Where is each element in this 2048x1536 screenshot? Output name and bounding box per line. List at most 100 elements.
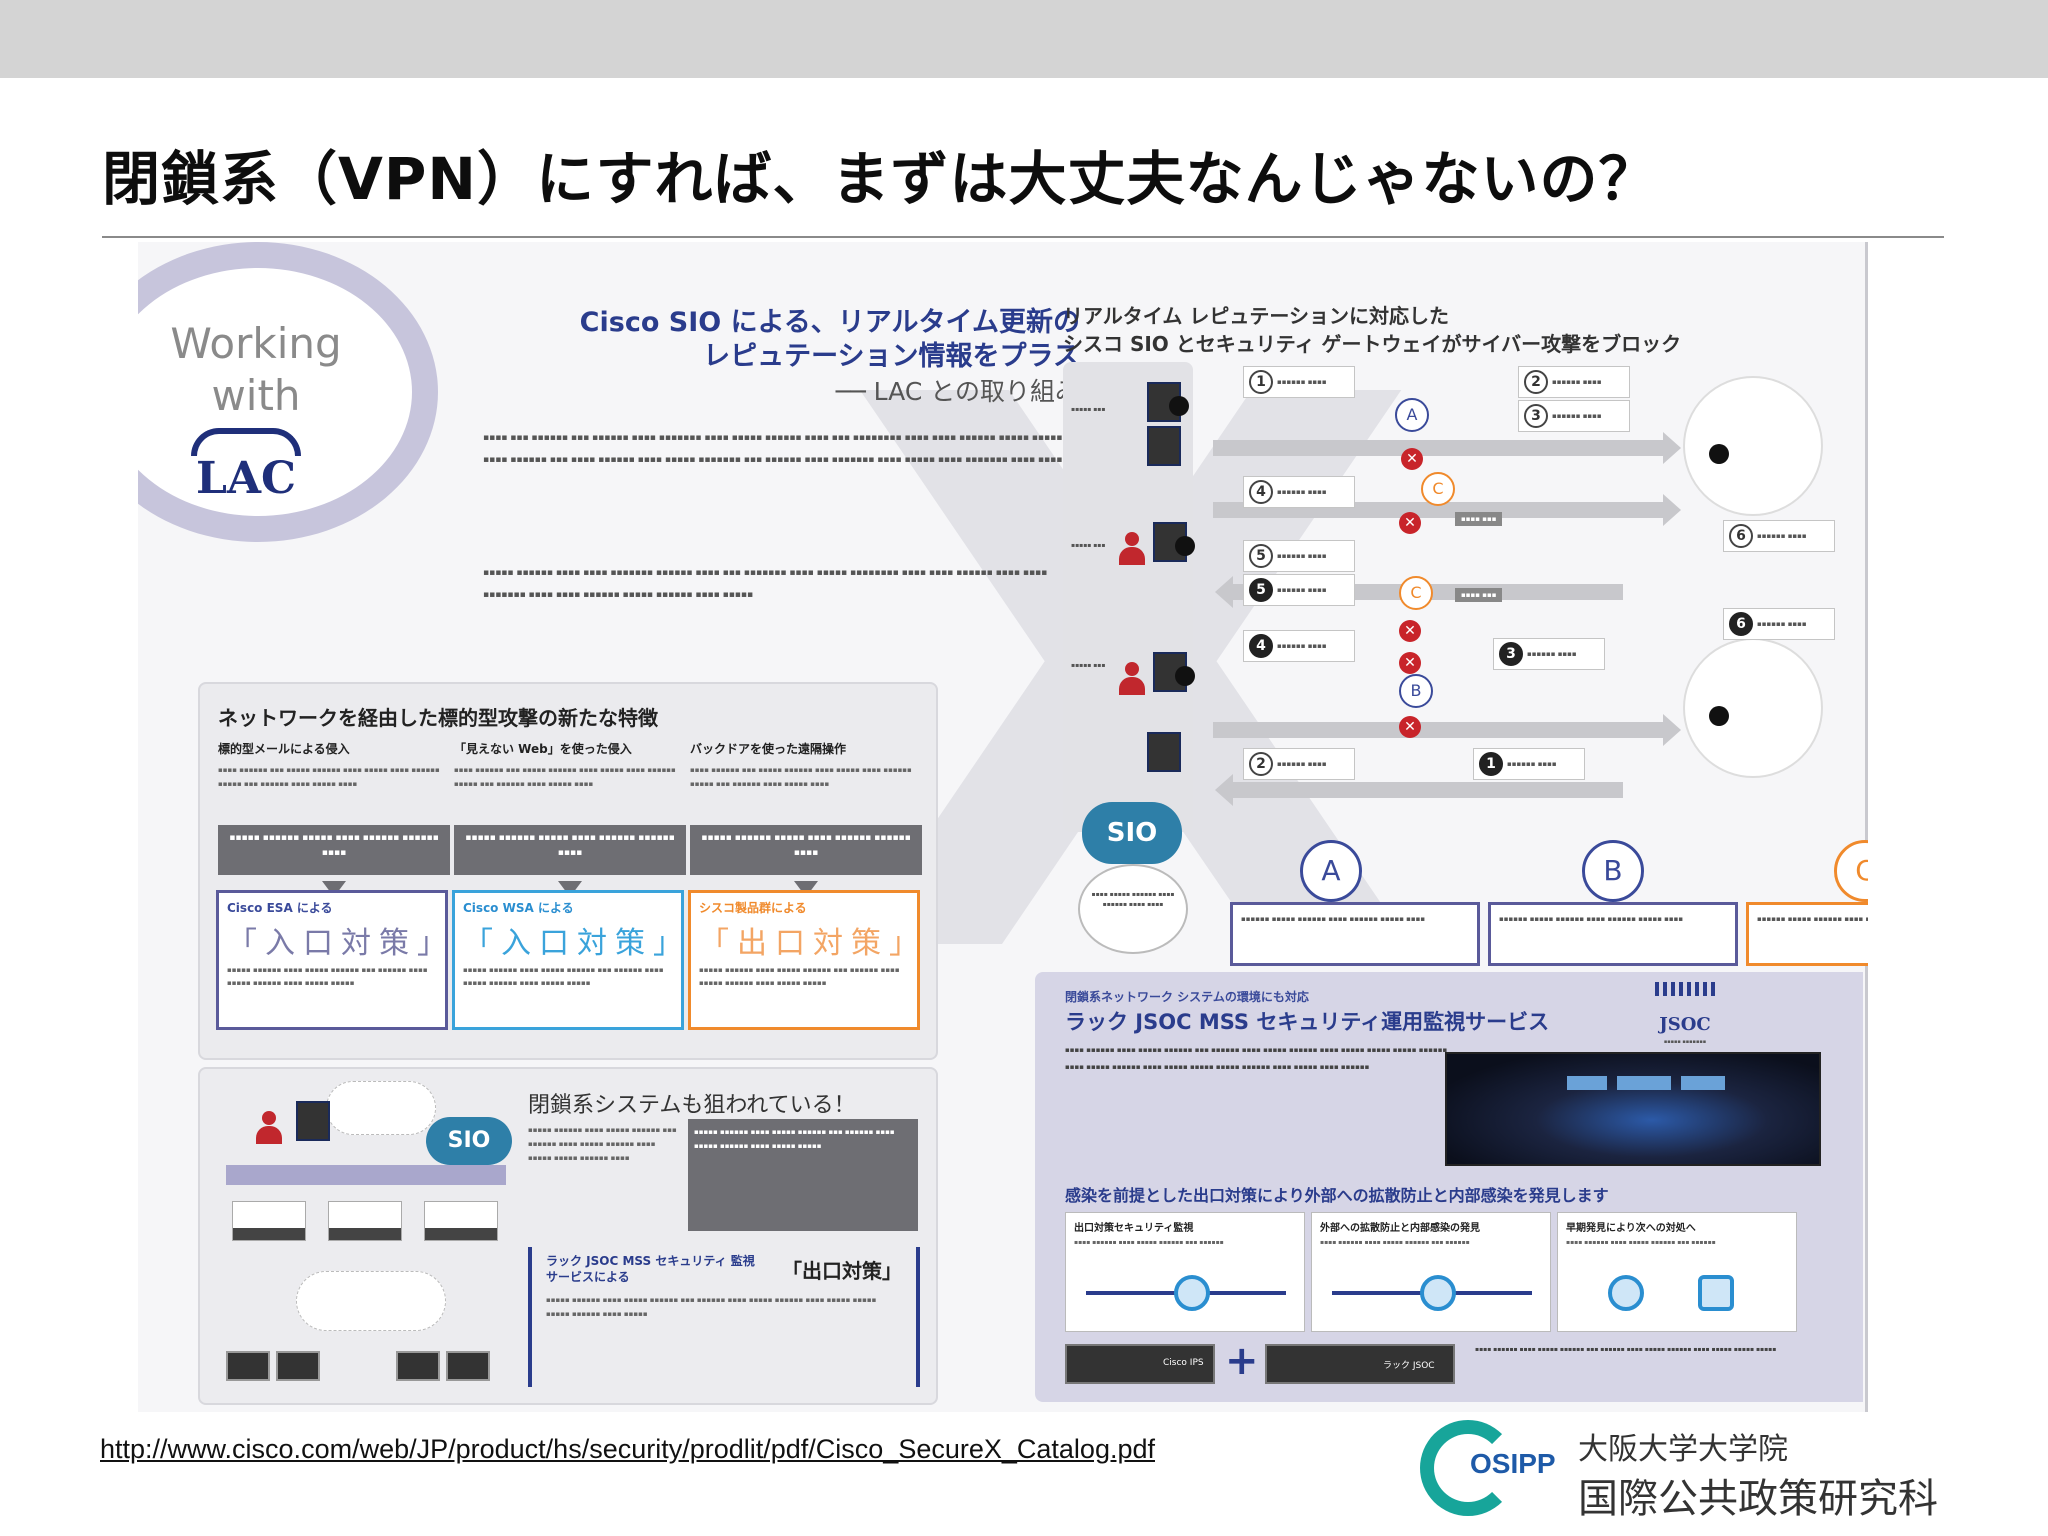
lac-badge: Working with LAC [138, 242, 438, 542]
step-number: 3 [1524, 404, 1548, 428]
server-icon [296, 1101, 330, 1141]
attack-step: 1▪▪▪▪▪▪ ▪▪▪▪ [1473, 748, 1585, 780]
jsoc-logo-word: JSOC [1659, 1014, 1711, 1035]
column-warning-box: ▪▪▪▪▪ ▪▪▪▪▪▪ ▪▪▪▪▪ ▪▪▪▪ ▪▪▪▪▪▪ ▪▪▪▪▪▪ ▪▪… [218, 825, 450, 875]
step-text: ▪▪▪▪▪▪ ▪▪▪▪ [1277, 586, 1327, 594]
attacker-icon [256, 1111, 282, 1145]
step-text: ▪▪▪▪▪▪ ▪▪▪▪ [1277, 488, 1327, 496]
attack-step: 2▪▪▪▪▪▪ ▪▪▪▪ [1518, 366, 1630, 398]
box-title: Cisco WSA による [463, 901, 574, 915]
defense-a-box: ▪▪▪▪▪▪ ▪▪▪▪▪ ▪▪▪▪▪▪ ▪▪▪▪ ▪▪▪▪▪▪ ▪▪▪▪▪ ▪▪… [1230, 902, 1480, 966]
jsoc-early-detection-box: 早期発見により次への対処へ ▪▪▪▪ ▪▪▪▪▪▪ ▪▪▪▪ ▪▪▪▪▪ ▪▪▪… [1557, 1212, 1797, 1332]
column-body: ▪▪▪▪ ▪▪▪▪▪▪ ▪▪▪ ▪▪▪▪▪ ▪▪▪▪▪▪ ▪▪▪▪ ▪▪▪▪▪ … [690, 766, 912, 788]
column-warning-box: ▪▪▪▪▪ ▪▪▪▪▪▪ ▪▪▪▪▪ ▪▪▪▪ ▪▪▪▪▪▪ ▪▪▪▪▪▪ ▪▪… [454, 825, 686, 875]
attack-step: 6▪▪▪▪▪▪ ▪▪▪▪ [1723, 608, 1835, 640]
dot-marker [1175, 666, 1195, 686]
attack-title-line1: リアルタイム レピュテーションに対応した [1063, 304, 1449, 328]
title-divider [102, 236, 1944, 238]
soc-screen [1567, 1076, 1607, 1090]
box-big-label: 「出口対策」 [699, 926, 927, 961]
sio-body-paragraph-1: ▪▪▪▪ ▪▪▪ ▪▪▪▪▪▪ ▪▪▪ ▪▪▪▪▪▪ ▪▪▪▪ ▪▪▪▪▪▪▪ … [483, 433, 1075, 465]
source-link[interactable]: http://www.cisco.com/web/JP/product/hs/s… [100, 1434, 1155, 1464]
server-icon [1147, 732, 1181, 772]
checkpoint-c-pin: C [1399, 576, 1433, 610]
attack-step: 5 ▪▪▪▪▪▪ ▪▪▪▪ [1243, 574, 1355, 606]
soc-screen [1681, 1076, 1725, 1090]
attack-step: 3▪▪▪▪▪▪ ▪▪▪▪ [1493, 638, 1605, 670]
osipp-wordmark: OSIPP [1470, 1448, 1556, 1479]
attack-step: 5▪▪▪▪▪▪ ▪▪▪▪ [1243, 540, 1355, 572]
cisco-exit-box: シスコ製品群による 「出口対策」 ▪▪▪▪▪ ▪▪▪▪▪▪ ▪▪▪▪ ▪▪▪▪▪… [688, 890, 920, 1030]
attack-diagram-title: リアルタイム レピュテーションに対応した シスコ SIO とセキュリティ ゲート… [1063, 302, 1681, 358]
column-warning-box: ▪▪▪▪▪ ▪▪▪▪▪▪ ▪▪▪▪▪ ▪▪▪▪ ▪▪▪▪▪▪ ▪▪▪▪▪▪ ▪▪… [690, 825, 922, 875]
defense-b-box: ▪▪▪▪▪▪ ▪▪▪▪▪ ▪▪▪▪▪▪ ▪▪▪▪ ▪▪▪▪▪▪ ▪▪▪▪▪ ▪▪… [1488, 902, 1738, 966]
column-heading: 標的型メールによる侵入 [218, 742, 350, 756]
bracket-title: ラック JSOC MSS セキュリティ 監視サービスによる [546, 1254, 755, 1284]
block-x-icon: ✕ [1399, 652, 1421, 674]
network-panel-title: ネットワークを経由した標的型攻撃の新たな特徴 [218, 706, 658, 730]
attack-arrow [1213, 714, 1681, 746]
reputation-bar [226, 1165, 506, 1185]
closed-panel-body: ▪▪▪▪▪ ▪▪▪▪▪▪ ▪▪▪▪ ▪▪▪▪▪ ▪▪▪▪▪▪ ▪▪▪ ▪▪▪▪▪… [528, 1126, 677, 1162]
firewall-appliance-icon [424, 1201, 498, 1241]
step-number: 4 [1249, 480, 1273, 504]
jsoc-box-body: ▪▪▪▪ ▪▪▪▪▪▪ ▪▪▪▪ ▪▪▪▪▪ ▪▪▪▪▪▪ ▪▪▪ ▪▪▪▪▪▪ [1074, 1239, 1224, 1246]
step-number: 6 [1729, 612, 1753, 636]
jsoc-exit-monitoring-box: 出口対策セキュリティ監視 ▪▪▪▪ ▪▪▪▪▪▪ ▪▪▪▪ ▪▪▪▪▪ ▪▪▪▪… [1065, 1212, 1305, 1332]
school-name: 国際公共政策研究科 [1578, 1476, 1938, 1522]
lac-logo-arc [191, 428, 301, 456]
step-text: ▪▪▪▪▪▪ ▪▪▪▪ [1277, 552, 1327, 560]
step-text: ▪▪▪▪▪▪ ▪▪▪▪ [1507, 760, 1557, 768]
jsoc-small-heading: 閉鎖系ネットワーク システムの環境にも対応 [1065, 990, 1309, 1004]
server-label: ▪▪▪▪▪ ▪▪▪ [1071, 542, 1106, 549]
attack-title-line2: シスコ SIO とセキュリティ ゲートウェイがサイバー攻撃をブロック [1063, 332, 1682, 356]
victim-pc-circle [1683, 638, 1823, 778]
jsoc-body: ▪▪▪▪ ▪▪▪▪▪▪ ▪▪▪▪ ▪▪▪▪▪ ▪▪▪▪▪▪ ▪▪▪ ▪▪▪▪▪▪… [1065, 1046, 1448, 1071]
step-text: ▪▪▪▪▪▪ ▪▪▪▪ [1527, 650, 1577, 658]
lac-working-text: Working with [156, 318, 356, 422]
block-x-icon: ✕ [1399, 620, 1421, 642]
jsoc-logo: JSOC ▪▪▪▪▪ ▪▪▪▪▪▪▪ [1635, 982, 1735, 1062]
step-text: ▪▪▪▪▪▪ ▪▪▪▪ [1757, 532, 1807, 540]
step-text: ▪▪▪▪▪▪ ▪▪▪▪ [1277, 760, 1327, 768]
block-icon [1420, 1275, 1456, 1311]
osipp-logo: OSIPP [1420, 1420, 1562, 1516]
step-number: 5 [1249, 578, 1273, 602]
defense-a-pin: A [1300, 840, 1362, 902]
dot-marker [1175, 536, 1195, 556]
attack-flow-diagram: ▪▪▪▪▪ ▪▪▪ ▪▪▪▪▪ ▪▪▪ ▪▪▪▪▪ ▪▪▪ 1▪▪▪▪▪▪ ▪▪… [1063, 362, 1843, 832]
attack-column-backdoor: バックドアを使った遠隔操作 ▪▪▪▪ ▪▪▪▪▪▪ ▪▪▪ ▪▪▪▪▪ ▪▪▪▪… [690, 740, 922, 897]
step-text: ▪▪▪▪▪▪ ▪▪▪▪ [1277, 378, 1327, 386]
sio-description: ▪▪▪▪ ▪▪▪▪▪ ▪▪▪▪▪▪ ▪▪▪▪ ▪▪▪▪▪▪ ▪▪▪▪ ▪▪▪▪ [1078, 864, 1188, 954]
defense-b-pin: B [1582, 840, 1644, 902]
defense-c-pin: C [1834, 840, 1868, 902]
column-heading: バックドアを使った遠隔操作 [690, 742, 847, 756]
server-icon [1147, 426, 1181, 466]
bracket-body: ▪▪▪▪▪ ▪▪▪▪▪▪ ▪▪▪▪ ▪▪▪▪▪ ▪▪▪▪▪▪ ▪▪▪ ▪▪▪▪▪… [546, 1296, 877, 1318]
magnifier-icon [1174, 1275, 1210, 1311]
attack-arrow [1215, 774, 1623, 806]
jsoc-logo-stripes [1655, 982, 1715, 996]
jsoc-box-heading: 早期発見により次への対処へ [1566, 1223, 1696, 1234]
jsoc-box-heading: 外部への拡散防止と内部感染の発見 [1320, 1223, 1480, 1234]
jsoc-service-panel: 閉鎖系ネットワーク システムの環境にも対応 ラック JSOC MSS セキュリテ… [1035, 972, 1863, 1402]
dot-marker [1169, 396, 1189, 416]
bracket-exit-label: 「出口対策」 [782, 1259, 902, 1283]
attack-step: 3 ▪▪▪▪▪▪ ▪▪▪▪ [1518, 400, 1630, 432]
sio-body-paragraph-2: ▪▪▪▪▪ ▪▪▪▪▪▪ ▪▪▪▪ ▪▪▪▪ ▪▪▪▪▪▪▪ ▪▪▪▪▪▪ ▪▪… [483, 568, 1048, 600]
laptop-icon [226, 1351, 270, 1381]
defense-c-box: ▪▪▪▪▪▪ ▪▪▪▪▪ ▪▪▪▪▪▪ ▪▪▪▪ ▪▪▪▪▪▪ [1746, 902, 1868, 966]
server-label: ▪▪▪▪▪ ▪▪▪ [1071, 406, 1106, 413]
box-title: Cisco ESA による [227, 901, 333, 915]
check-icon [1608, 1275, 1644, 1311]
lac-logo-word: LAC [195, 453, 297, 504]
attack-step: 6▪▪▪▪▪▪ ▪▪▪▪ [1723, 520, 1835, 552]
column-body: ▪▪▪▪ ▪▪▪▪▪▪ ▪▪▪ ▪▪▪▪▪ ▪▪▪▪▪▪ ▪▪▪▪ ▪▪▪▪▪ … [454, 766, 676, 788]
checkpoint-b-pin: B [1399, 674, 1433, 708]
step-number: 4 [1249, 634, 1273, 658]
attack-column-email: 標的型メールによる侵入 ▪▪▪▪ ▪▪▪▪▪▪ ▪▪▪ ▪▪▪▪▪ ▪▪▪▪▪▪… [218, 740, 450, 897]
step-number: 1 [1249, 370, 1273, 394]
box-title: シスコ製品群による [699, 901, 807, 915]
step-text: ▪▪▪▪▪▪ ▪▪▪▪ [1552, 412, 1602, 420]
jsoc-box-graphic [1332, 1273, 1532, 1313]
